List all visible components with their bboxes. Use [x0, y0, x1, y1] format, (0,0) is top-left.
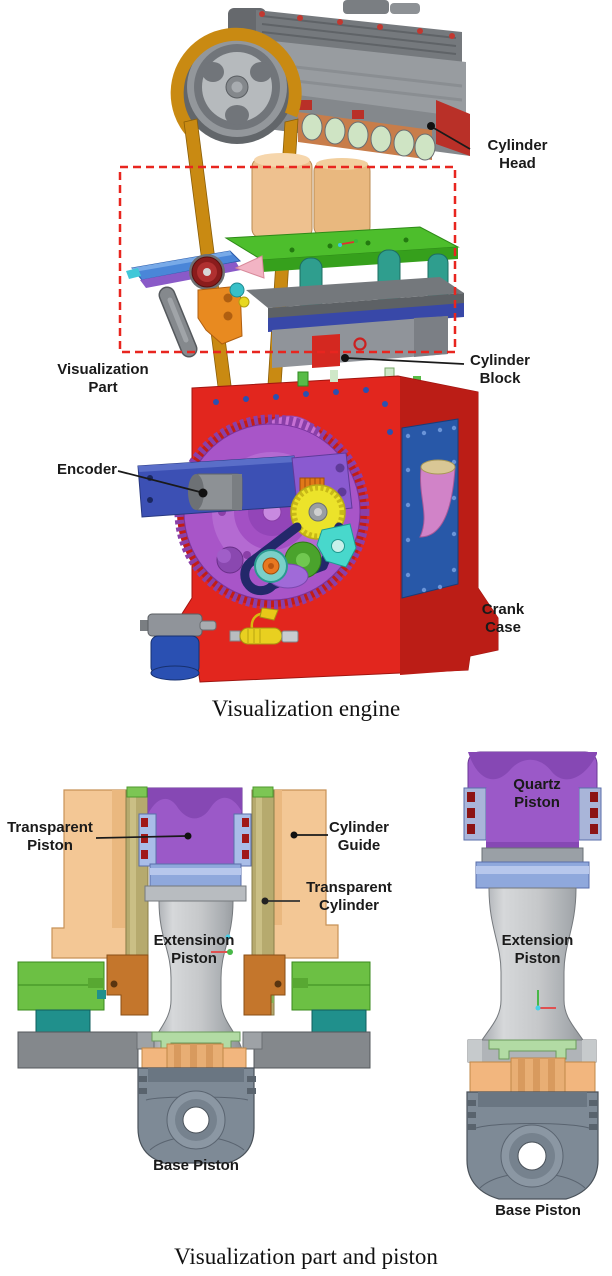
- optical-instrument-rail: [126, 250, 265, 358]
- label-extension-piston-right: Extension Piston: [501, 932, 574, 968]
- coordinate-axes-icon: [338, 239, 358, 247]
- lower-drive-assembly: [240, 484, 357, 596]
- seal-collar-left: [106, 954, 149, 1016]
- label-transparent-cylinder: Transparent Cylinder: [306, 879, 392, 915]
- leader-dot-transparent-piston: [184, 832, 192, 840]
- label-visualization-part: Visualization Part: [57, 361, 149, 397]
- leader-dot-cylinder-block: [341, 354, 349, 362]
- label-base-piston-left: Base Piston: [153, 1157, 239, 1174]
- encoder-device: [188, 473, 243, 511]
- leader-cylinder-block: [346, 357, 465, 365]
- visualization-part-cross-section: [17, 786, 371, 1164]
- label-quartz-piston: Quartz Piston: [513, 776, 561, 812]
- retainer-ring-right: [467, 1039, 597, 1063]
- seal-collar-right: [243, 954, 286, 1016]
- oil-filter: [140, 613, 217, 681]
- quartz-piston-part: [463, 751, 602, 889]
- leader-encoder: [117, 470, 201, 493]
- label-base-piston-right: Base Piston: [495, 1202, 581, 1219]
- visualization-engine-illustration: [117, 0, 499, 683]
- retainer-ring-left: [151, 1031, 241, 1052]
- leader-cylinder-head: [431, 126, 471, 150]
- sensor-fitting: [229, 607, 299, 645]
- label-encoder: Encoder: [56, 461, 117, 478]
- leader-dot-encoder: [198, 488, 208, 498]
- piston-assembled-view: [463, 751, 602, 1200]
- label-cylinder-guide: Cylinder Guide: [328, 819, 389, 855]
- label-crank-case: Crank Case: [481, 601, 525, 637]
- figure1-leader-lines: [117, 122, 471, 498]
- label-cylinder-block: Cylinder Block: [469, 352, 530, 388]
- oil-funnel: [419, 459, 456, 538]
- figure1-caption: Visualization engine: [211, 696, 401, 721]
- base-piston-left: [137, 1067, 256, 1164]
- visualization-part-assembly: [224, 153, 464, 388]
- coordinate-axes-icon: [535, 990, 556, 1011]
- adapter-ring-right: [469, 1057, 596, 1095]
- extension-piston-shaft-right: [473, 887, 592, 1055]
- leader-dot-cylinder-guide: [290, 831, 298, 839]
- coordinate-axes-icon: [211, 934, 233, 955]
- leader-dot-cylinder-head: [427, 122, 435, 130]
- figure2-leader-lines: [95, 831, 328, 905]
- leader-dot-transparent-cylinder: [261, 897, 269, 905]
- base-piston-right: [466, 1091, 599, 1200]
- extension-piston-shaft-left: [148, 900, 244, 1054]
- label-transparent-piston: Transparent Piston: [7, 819, 93, 855]
- leader-transparent-piston: [95, 835, 187, 839]
- cam-pulley: [180, 30, 294, 144]
- transparent-piston-part: [138, 787, 252, 911]
- label-cylinder-head: Cylinder Head: [487, 137, 548, 173]
- label-extension-piston-left: Extensinon Piston: [153, 932, 235, 968]
- base-plate: [17, 1031, 371, 1069]
- figure2-caption: Visualization part and piston: [174, 1244, 438, 1269]
